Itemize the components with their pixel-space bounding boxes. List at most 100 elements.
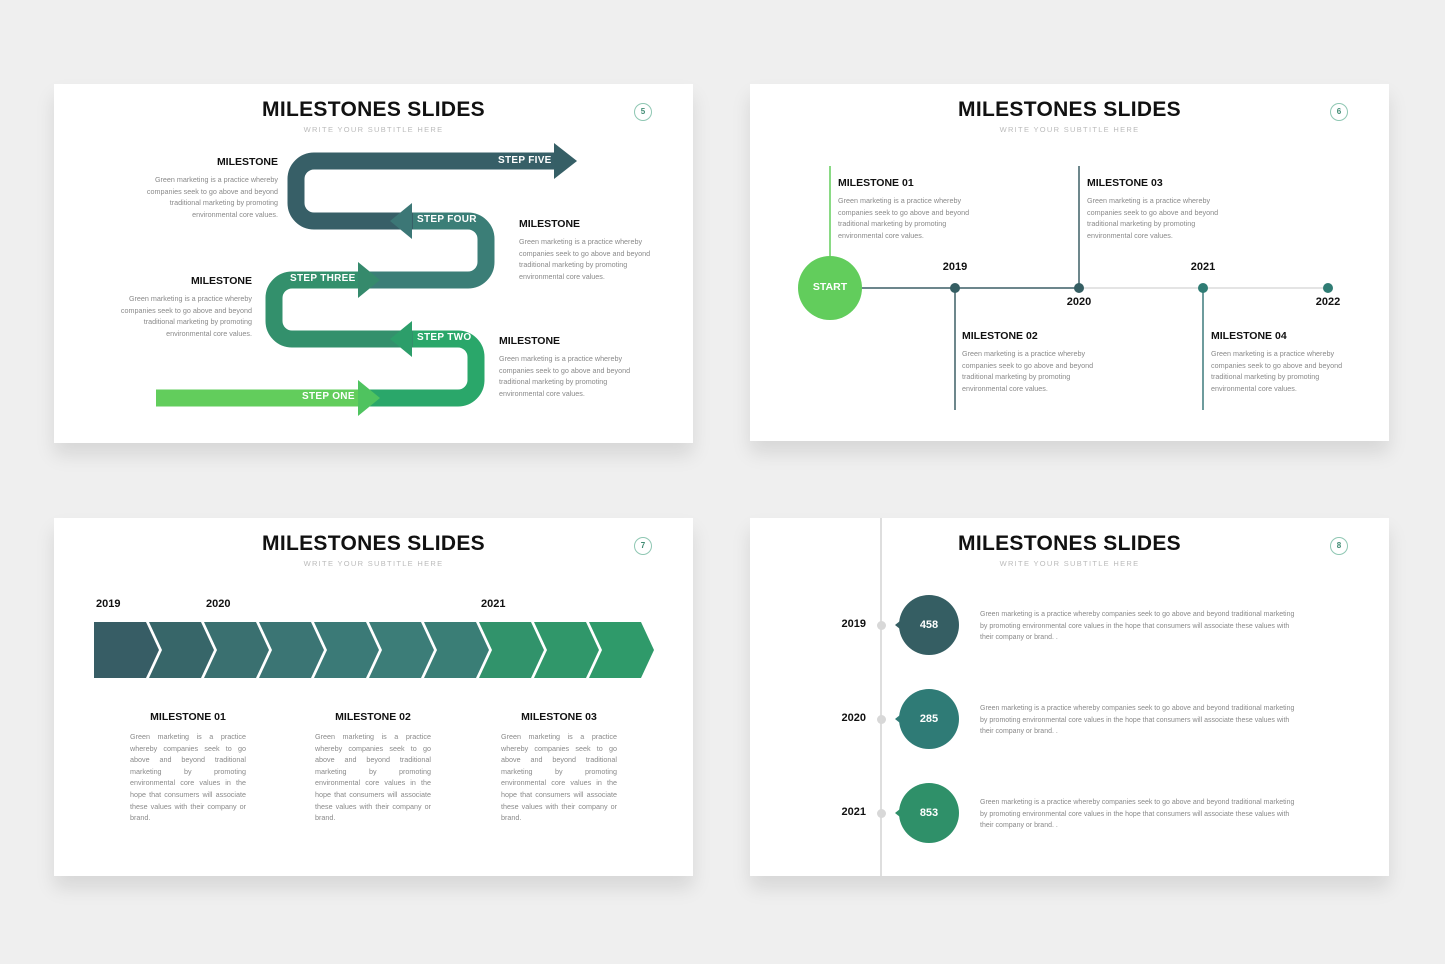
year-2019: 2019 bbox=[96, 598, 121, 610]
text-line: companies seek to go above and beyond bbox=[146, 186, 278, 196]
dot-2021 bbox=[1198, 283, 1208, 293]
text-line: companies seek to go above and beyond bbox=[519, 248, 651, 258]
row-description: Green marketing is a practice whereby co… bbox=[980, 705, 1295, 736]
slide-5-snake[interactable]: MILESTONES SLIDES WRITE YOUR SUBTITLE HE… bbox=[54, 84, 693, 443]
text-line: Green marketing is a practice whereby bbox=[154, 175, 278, 184]
text-line: traditional marketing by promoting bbox=[169, 198, 278, 208]
slide-subtitle: WRITE YOUR SUBTITLE HERE bbox=[999, 125, 1140, 134]
slide-title: MILESTONES SLIDES bbox=[958, 98, 1181, 121]
milestone-block: MILESTONE Green marketing is a practice … bbox=[114, 156, 278, 220]
slide-6-timeline[interactable]: MILESTONES SLIDES WRITE YOUR SUBTITLE HE… bbox=[750, 84, 1389, 441]
text-line: companies seek to go above and beyond bbox=[1211, 360, 1343, 370]
value-bubble bbox=[895, 783, 959, 843]
milestone-heading: MILESTONE 04 bbox=[1211, 330, 1287, 342]
bubble-circle bbox=[899, 595, 959, 655]
year-2022: 2022 bbox=[1315, 296, 1341, 308]
milestone-heading: MILESTONE 02 bbox=[335, 711, 411, 723]
chevron-band bbox=[94, 622, 654, 678]
text-line: Green marketing is a practice whereby bbox=[1087, 196, 1211, 205]
milestone-01-block: MILESTONE 01 Green marketing is a practi… bbox=[130, 711, 246, 824]
milestone-heading: MILESTONE 01 bbox=[150, 711, 226, 723]
step-three-label: STEP THREE bbox=[290, 273, 356, 284]
milestone-03-block: MILESTONE 03 Green marketing is a practi… bbox=[1087, 177, 1257, 241]
milestone-01-block: MILESTONE 01 Green marketing is a practi… bbox=[838, 177, 1008, 241]
text-line: environmental core values. bbox=[1087, 230, 1173, 240]
text-line: traditional marketing by promoting bbox=[143, 317, 252, 327]
page-number-badge: 8 bbox=[1330, 537, 1348, 555]
chevron-segment bbox=[204, 622, 269, 678]
chevron-segment bbox=[479, 622, 544, 678]
step-two-arrowhead bbox=[390, 321, 412, 357]
slide-subtitle: WRITE YOUR SUBTITLE HERE bbox=[999, 559, 1140, 568]
text-line: traditional marketing by promoting bbox=[1211, 372, 1320, 382]
year-2020: 2020 bbox=[1066, 296, 1092, 308]
slide-7-chevrons[interactable]: MILESTONES SLIDES WRITE YOUR SUBTITLE HE… bbox=[54, 518, 693, 876]
slide-title: MILESTONES SLIDES bbox=[262, 98, 485, 121]
slide-8-values[interactable]: MILESTONES SLIDES WRITE YOUR SUBTITLE HE… bbox=[750, 518, 1389, 876]
milestone-block: MILESTONE Green marketing is a practice … bbox=[88, 275, 252, 339]
chevron-segment bbox=[259, 622, 324, 678]
bubble-circle bbox=[899, 783, 959, 843]
step-five-label: STEP FIVE bbox=[498, 155, 552, 166]
milestone-block: MILESTONE Green marketing is a practice … bbox=[519, 218, 689, 282]
milestone-text: Green marketing is a practice whereby com… bbox=[114, 174, 278, 220]
timeline-graphic bbox=[798, 166, 1333, 410]
text-line: environmental core values. bbox=[962, 383, 1048, 393]
row-year: 2021 bbox=[841, 806, 866, 818]
text-line: Green marketing is a practice whereby bbox=[838, 196, 962, 205]
page-number-badge: 7 bbox=[634, 537, 652, 555]
step-two-segment bbox=[358, 330, 485, 407]
text-line: environmental core values. bbox=[838, 230, 924, 240]
milestone-text: Green marketing is a practice whereby co… bbox=[501, 732, 617, 823]
start-circle bbox=[798, 256, 862, 320]
row-description: Green marketing is a practice whereby co… bbox=[980, 799, 1295, 830]
text-line: environmental core values. bbox=[1211, 383, 1297, 393]
text-line: companies seek to go above and beyond bbox=[499, 365, 631, 375]
bubble-value: 458 bbox=[919, 619, 939, 631]
slide-subtitle: WRITE YOUR SUBTITLE HERE bbox=[303, 125, 444, 134]
chevron-segment bbox=[589, 622, 654, 678]
milestone-text: Green marketing is a practice whereby co… bbox=[315, 732, 431, 823]
milestone-04-block: MILESTONE 04 Green marketing is a practi… bbox=[1211, 330, 1381, 394]
step-one-label: STEP ONE bbox=[302, 391, 355, 402]
bubble-circle bbox=[899, 689, 959, 749]
text-line: Green marketing is a practice whereby bbox=[128, 294, 252, 303]
row-year: 2019 bbox=[841, 618, 866, 630]
milestone-text: Green marketing is a practice whereby com… bbox=[1087, 195, 1257, 241]
milestone-heading: MILESTONE bbox=[190, 275, 252, 287]
text-line: environmental core values. bbox=[166, 328, 252, 338]
slide-title: MILESTONES SLIDES bbox=[958, 532, 1181, 555]
milestone-heading: MILESTONE 03 bbox=[1087, 177, 1163, 189]
milestone-heading: MILESTONE bbox=[216, 156, 278, 168]
chevron-segment bbox=[94, 622, 159, 678]
text-line: traditional marketing by promoting bbox=[838, 219, 947, 229]
step-four-label: STEP FOUR bbox=[417, 214, 477, 225]
text-line: environmental core values. bbox=[192, 209, 278, 219]
step-four-segment bbox=[358, 212, 495, 289]
slide-subtitle: WRITE YOUR SUBTITLE HERE bbox=[303, 559, 444, 568]
milestone-03-block: MILESTONE 03 Green marketing is a practi… bbox=[501, 711, 617, 824]
timeline-dot bbox=[877, 621, 886, 630]
text-line: traditional marketing by promoting bbox=[499, 377, 608, 387]
text-line: companies seek to go above and beyond bbox=[838, 207, 970, 217]
text-line: companies seek to go above and beyond bbox=[1087, 207, 1219, 217]
step-three-segment bbox=[265, 271, 413, 348]
timeline-dot bbox=[877, 809, 886, 818]
milestone-02-block: MILESTONE 02 Green marketing is a practi… bbox=[962, 330, 1132, 394]
value-bubble bbox=[895, 689, 959, 749]
chevron-segment bbox=[149, 622, 214, 678]
chevron-segment bbox=[534, 622, 599, 678]
milestone-heading: MILESTONE bbox=[499, 335, 561, 347]
year-2021: 2021 bbox=[481, 598, 506, 610]
start-label: START bbox=[812, 281, 848, 293]
vertical-divider bbox=[880, 518, 882, 876]
chevron-segment bbox=[314, 622, 379, 678]
dot-2022 bbox=[1323, 283, 1333, 293]
milestone-heading: MILESTONE 03 bbox=[521, 711, 597, 723]
text-line: Green marketing is a practice whereby bbox=[962, 349, 1086, 358]
text-line: traditional marketing by promoting bbox=[962, 372, 1071, 382]
milestone-02-block: MILESTONE 02 Green marketing is a practi… bbox=[315, 711, 431, 824]
